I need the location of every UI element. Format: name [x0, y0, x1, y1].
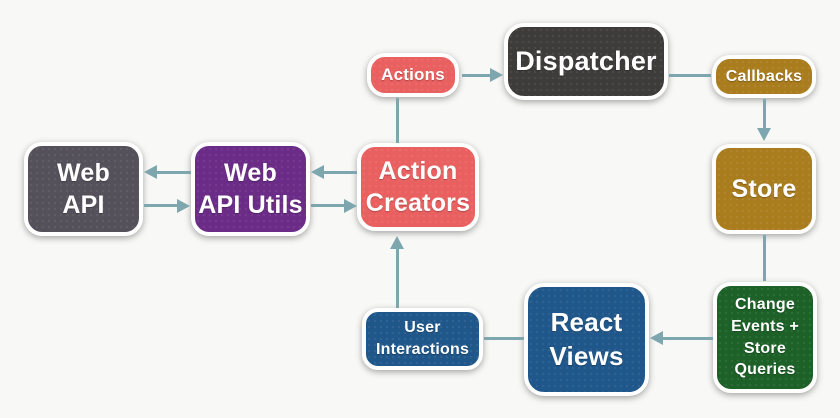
node-actions-label: Actions — [381, 65, 445, 84]
node-store: Store — [712, 144, 816, 234]
node-user-interactions-label: User Interactions — [375, 319, 470, 358]
edge-actions-to-dispatcher-arrowhead-icon — [490, 68, 503, 82]
node-callbacks-label: Callbacks — [725, 67, 803, 85]
edge-action-creators-to-web-api-utils-arrowhead-icon — [311, 165, 324, 179]
node-dispatcher-label: Dispatcher — [515, 46, 657, 76]
edge-web-api-utils-to-web-api-arrowhead-icon — [144, 165, 157, 179]
edge-web-api-to-web-api-utils-line — [144, 204, 178, 207]
node-change-events-store-queries: Change Events + Store Queries — [713, 282, 817, 393]
node-react-views: React Views — [524, 283, 649, 396]
edge-web-api-utils-to-action-creators-line — [311, 204, 345, 207]
edge-react-views-to-user-interactions-line — [484, 337, 524, 340]
node-user-interactions: User Interactions — [362, 308, 483, 370]
node-callbacks: Callbacks — [712, 55, 816, 98]
edge-store-to-change-events-line — [763, 235, 766, 281]
node-action-creators-label: Action Creators — [365, 156, 471, 218]
edge-web-api-utils-to-web-api-line — [156, 171, 191, 174]
node-change-events-store-queries-label: Change Events + Store Queries — [731, 296, 799, 379]
edge-actions-to-dispatcher-line — [462, 74, 492, 77]
edge-action-creators-to-web-api-utils-line — [323, 171, 357, 174]
edge-web-api-utils-to-action-creators-arrowhead-icon — [344, 199, 357, 213]
edge-web-api-to-web-api-utils-arrowhead-icon — [177, 199, 190, 213]
node-react-views-label: React Views — [549, 306, 624, 371]
edge-action-creators-to-actions-line — [396, 98, 399, 143]
node-actions: Actions — [367, 53, 459, 97]
edge-user-interactions-to-action-creators-line — [396, 248, 399, 308]
edge-change-events-to-react-views-line — [662, 337, 713, 340]
node-web-api-label: Web API — [57, 158, 110, 220]
edge-change-events-to-react-views-arrowhead-icon — [650, 331, 663, 345]
node-web-api-utils: Web API Utils — [191, 142, 310, 236]
node-store-label: Store — [731, 174, 797, 203]
node-web-api: Web API — [24, 142, 143, 236]
edge-callbacks-to-store-arrowhead-icon — [757, 128, 771, 141]
edge-callbacks-to-store-line — [763, 99, 766, 129]
node-web-api-utils-label: Web API Utils — [198, 158, 303, 220]
edge-user-interactions-to-action-creators-arrowhead-icon — [390, 236, 404, 249]
node-dispatcher: Dispatcher — [504, 23, 668, 100]
edge-dispatcher-to-callbacks-line — [669, 74, 711, 77]
node-action-creators: Action Creators — [357, 143, 479, 231]
